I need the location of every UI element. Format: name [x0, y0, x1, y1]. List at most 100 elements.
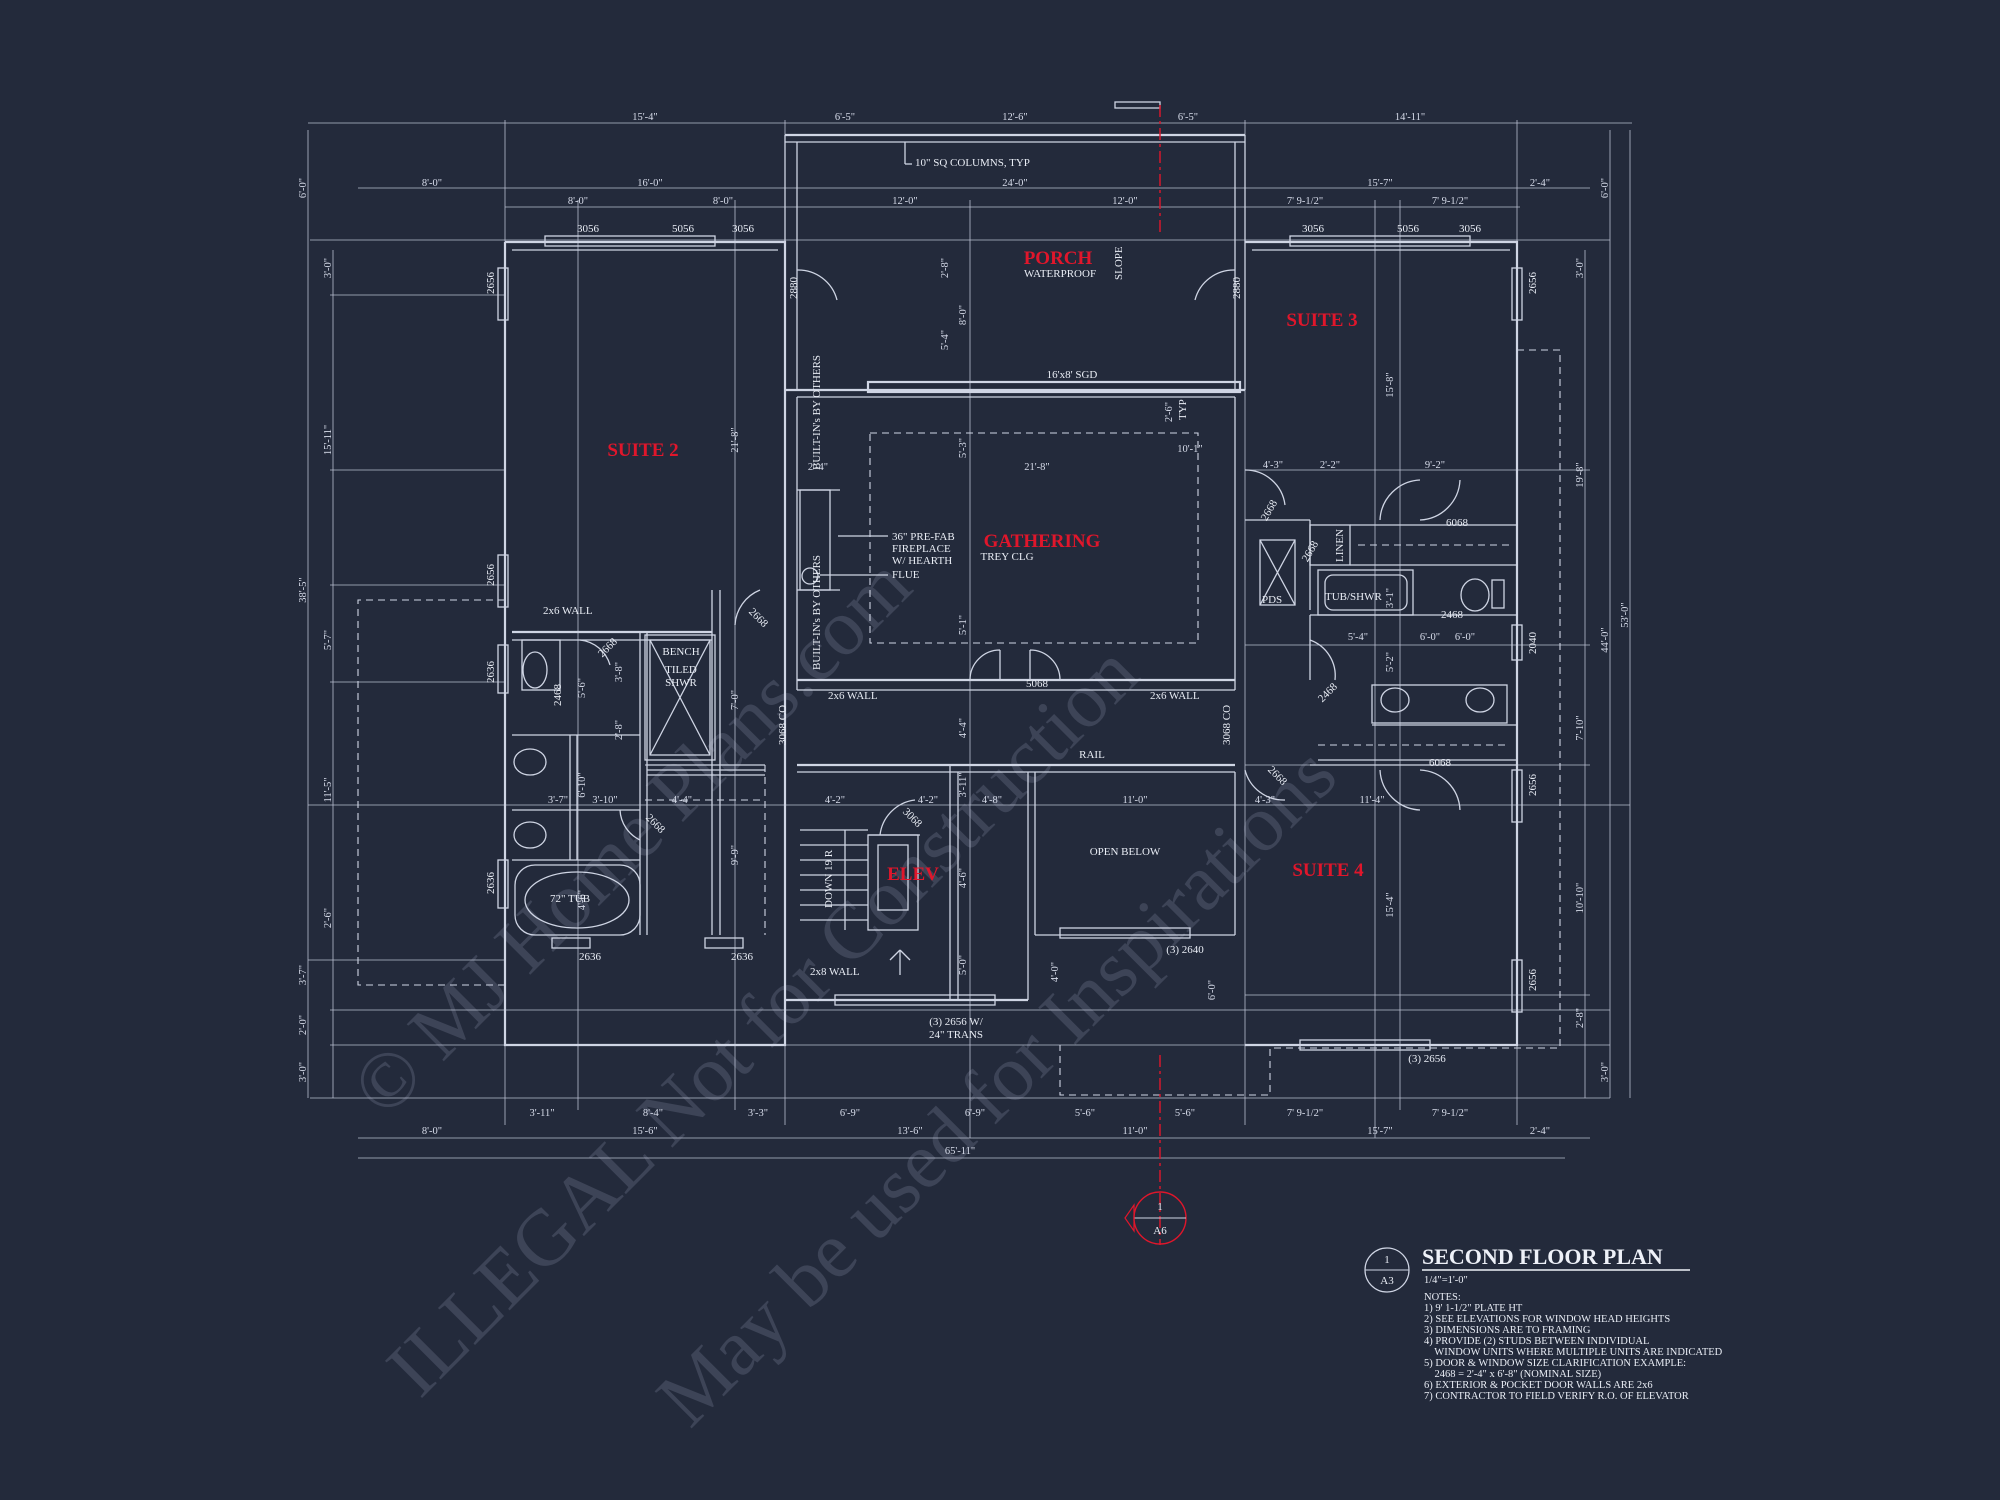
- room-porch: PORCH: [1024, 248, 1093, 269]
- dim-left-total: 38'-5": [298, 577, 309, 602]
- dim-int-36: 10'-1": [1177, 444, 1202, 455]
- stair-down-label: DOWN 19 R: [823, 849, 835, 908]
- dim-int-16: 4'-3": [1263, 460, 1283, 471]
- room-gathering: GATHERING: [984, 531, 1101, 552]
- window-tag: 3056: [577, 223, 600, 235]
- walls: [503, 133, 1519, 1047]
- door-tag: 6068: [1429, 757, 1452, 769]
- dim-bot2-1: 8'-0": [422, 1126, 442, 1137]
- dim-int-7: 3'-10": [592, 795, 617, 806]
- dim-bot1-9: 7' 9-1/2": [1432, 1108, 1468, 1119]
- dim-top2-2: 16'-0": [637, 178, 662, 189]
- dim-right-3: 19'-8": [1575, 462, 1586, 487]
- dim-int-6: 3'-7": [548, 795, 568, 806]
- section-sheet: A6: [1153, 1225, 1167, 1237]
- dim-int-9: 4'-4": [672, 795, 692, 806]
- dim-bot1-2: 8'-4": [643, 1108, 663, 1119]
- left-dimensions: 6'-0" 3'-0" 15'-11" 38'-5" 5'-7" 11'-5" …: [298, 178, 334, 1082]
- dim-top3-1: 8'-0": [568, 196, 588, 207]
- room-labels: SUITE 2 SUITE 3 SUITE 4 PORCH WATERPROOF…: [543, 142, 1383, 978]
- note-4: 4) PROVIDE (2) STUDS BETWEEN INDIVIDUAL: [1424, 1336, 1649, 1347]
- door-tag: 2880: [1231, 277, 1243, 300]
- dim-int-5: 5'-6": [577, 678, 588, 698]
- window-tag: (3) 2640: [1166, 944, 1204, 956]
- right-dimensions: 6'-0" 3'-0" 19'-8" 44'-0" 53'-0" 7'-10" …: [1575, 178, 1631, 1082]
- door-tag: 6068: [1446, 517, 1469, 529]
- tiled-label-1: TILED: [665, 664, 697, 676]
- door-tag: 2468: [1441, 609, 1464, 621]
- window-tag: 2636: [579, 951, 602, 963]
- room-suite-4: SUITE 4: [1292, 860, 1364, 881]
- fireplace-label-1: 36" PRE-FAB: [892, 531, 955, 543]
- dim-int-28: 4'-4": [958, 718, 969, 738]
- dim-int-2: 21'-8": [1024, 462, 1049, 473]
- dim-left-5: 11'-5": [323, 777, 334, 802]
- dim-int-25: 5'-4": [940, 330, 951, 350]
- dim-bot1-1: 3'-11": [529, 1108, 554, 1119]
- window-tag: 2636: [485, 661, 497, 684]
- dim-int-31: 5'-0": [958, 955, 969, 975]
- top-dimensions: 15'-4" 6'-5" 12'-6" 6'-5" 14'-11" 8'-0" …: [422, 112, 1550, 207]
- dim-int-8: 6'-10": [577, 772, 588, 797]
- dim-int-22: 15'-4": [1385, 892, 1396, 917]
- note-4b: WINDOW UNITS WHERE MULTIPLE UNITS ARE IN…: [1424, 1347, 1723, 1358]
- dim-int-24: 8'-0": [958, 305, 969, 325]
- window-tag: 2656: [485, 272, 497, 295]
- window-tag: 5056: [672, 223, 695, 235]
- dim-right-total-1: 44'-0": [1600, 627, 1611, 652]
- gathering-sub: TREY CLG: [980, 551, 1033, 563]
- bench-label: BENCH: [662, 646, 699, 658]
- window-tag: 5056: [1397, 223, 1420, 235]
- note-6: 6) EXTERIOR & POCKET DOOR WALLS ARE 2x6: [1424, 1380, 1653, 1391]
- dim-int-13: 11'-0": [1122, 795, 1147, 806]
- dim-bot1-4: 6'-9": [840, 1108, 860, 1119]
- window-tag: 2636: [485, 872, 497, 895]
- door-tag: 2668: [1259, 498, 1281, 523]
- dim-bot2-5: 15'-7": [1367, 1126, 1392, 1137]
- dim-top3-2: 8'-0": [713, 196, 733, 207]
- opening-tags: 3056 5056 3056 3056 5056 3056 2656 2656 …: [485, 223, 1539, 1065]
- dim-int-33: 6'-0": [1207, 980, 1218, 1000]
- room-suite-2: SUITE 2: [607, 440, 678, 461]
- wall-2x6-label-2: 2x6 WALL: [828, 690, 878, 702]
- room-elevator: ELEV: [887, 864, 939, 885]
- dim-int-20: 6'-0": [1455, 632, 1475, 643]
- notes-heading: NOTES:: [1424, 1292, 1461, 1303]
- watermark-line-1: © MJ Home Plans.com: [336, 540, 928, 1132]
- fireplace-label-4: FLUE: [892, 569, 920, 581]
- dim-left-1: 6'-0": [298, 178, 309, 198]
- dim-int-39: 4'-6": [577, 890, 588, 910]
- open-below-label: OPEN BELOW: [1090, 846, 1161, 858]
- room-suite-3: SUITE 3: [1286, 310, 1357, 331]
- door-tag: 3068 CO: [777, 705, 789, 745]
- dim-top-1: 15'-4": [632, 112, 657, 123]
- dim-int-17: 2'-2": [1320, 460, 1340, 471]
- porch-sub: WATERPROOF: [1024, 268, 1096, 280]
- dim-left-8: 2'-0": [298, 1015, 309, 1035]
- interior-dimensions: 21'-8" 21'-8" 7'-0" 9'-9" 5'-6" 3'-7" 3'…: [548, 258, 1475, 1000]
- note-5b: 2468 = 2'-4" x 6'-8" (NOMINAL SIZE): [1424, 1369, 1602, 1380]
- door-tag: 2468: [1316, 681, 1340, 705]
- pds-label: PDS: [1262, 594, 1282, 606]
- dim-int-29: 3'-11": [958, 772, 969, 797]
- dim-right-6: 2'-8": [1575, 1008, 1586, 1028]
- dim-int-3: 7'-0": [730, 690, 741, 710]
- door-tag: 3068 CO: [1221, 705, 1233, 745]
- dim-int-14: 4'-3": [1255, 795, 1275, 806]
- dim-bot2-2: 15'-6": [632, 1126, 657, 1137]
- dim-bot1-7: 5'-6": [1175, 1108, 1195, 1119]
- dim-right-5: 10'-10": [1575, 883, 1586, 914]
- windows: [497, 101, 1523, 1051]
- dim-int-18: 9'-2": [1425, 460, 1445, 471]
- door-tag: 2668: [746, 606, 770, 630]
- slope-label: SLOPE: [1113, 246, 1125, 280]
- note-5: 5) DOOR & WINDOW SIZE CLARIFICATION EXAM…: [1424, 1358, 1686, 1369]
- window-tag: (3) 2656 W/: [929, 1016, 984, 1028]
- dim-top-4: 6'-5": [1178, 112, 1198, 123]
- dim-int-42: 6'-0": [1420, 632, 1440, 643]
- note-3: 3) DIMENSIONS ARE TO FRAMING: [1424, 1325, 1591, 1336]
- dim-int-38: 2'-8": [614, 720, 625, 740]
- wall-2x6-label-3: 2x6 WALL: [1150, 690, 1200, 702]
- dim-int-21: 15'-8": [1385, 372, 1396, 397]
